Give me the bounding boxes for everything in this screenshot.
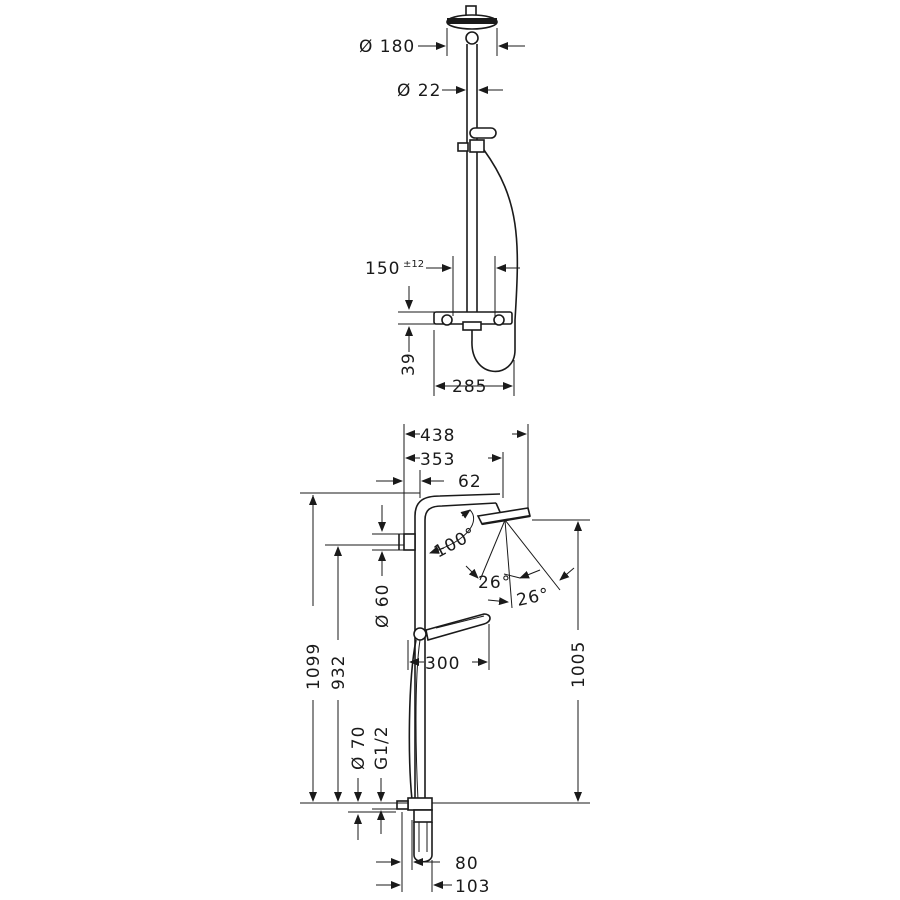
overhead-shower-side bbox=[476, 502, 531, 526]
dim-inlet-spacing: 150 bbox=[365, 259, 400, 279]
hand-shower-side bbox=[413, 613, 491, 642]
dim-spray-angle-2: 26° bbox=[515, 584, 552, 610]
dim-bracket-diameter: Ø 60 bbox=[373, 584, 393, 628]
dim-mixer-depth-2: 103 bbox=[455, 877, 490, 897]
dim-mixer-height: 39 bbox=[399, 352, 419, 376]
dim-mixer-depth-1: 80 bbox=[455, 854, 479, 874]
dim-total-projection: 438 bbox=[420, 426, 455, 446]
thermostat-mixer-top bbox=[433, 311, 513, 331]
dim-mixer-projection: 285 bbox=[452, 377, 487, 397]
side-view: 100° 26° 26° 438 353 bbox=[300, 424, 590, 897]
dim-thread: G1/2 bbox=[372, 725, 392, 770]
riser-rail-top bbox=[457, 44, 497, 312]
dim-hand-shower-reach: 300 bbox=[425, 654, 460, 674]
dim-spray-angle-1: 26° bbox=[478, 573, 511, 593]
dim-inlet-tolerance: ±12 bbox=[403, 259, 424, 270]
dim-rail-height: 932 bbox=[329, 655, 349, 690]
spray-angle-lines bbox=[429, 509, 575, 609]
dim-mixer-diameter: Ø 70 bbox=[349, 726, 369, 770]
dim-arm-reach: 353 bbox=[420, 450, 455, 470]
dim-total-height: 1099 bbox=[304, 643, 324, 690]
dim-rail-diameter: Ø 22 bbox=[397, 81, 441, 101]
dim-tilt-angle: 100° bbox=[431, 524, 480, 563]
overhead-shower-top bbox=[446, 5, 498, 45]
dim-head-diameter: Ø 180 bbox=[359, 37, 415, 57]
hose-top bbox=[471, 149, 519, 373]
thermostat-mixer-side bbox=[396, 797, 433, 863]
dim-head-height: 1005 bbox=[569, 641, 589, 688]
top-view: Ø 180 Ø 22 150 ±12 39 285 bbox=[359, 5, 525, 397]
hose-side bbox=[408, 639, 417, 801]
dim-arm-offset: 62 bbox=[458, 472, 482, 492]
